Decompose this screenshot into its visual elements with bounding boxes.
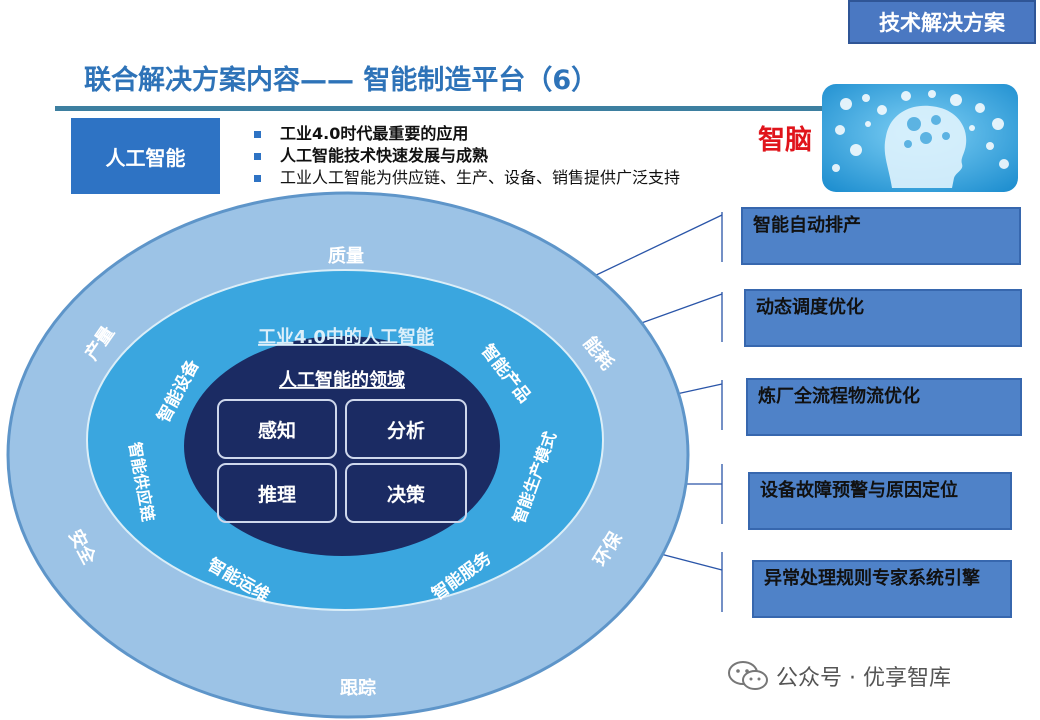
core-cell-analysis: 分析 — [387, 419, 425, 442]
middle-ring-title: 工业4.0中的人工智能 — [258, 326, 434, 348]
side-box-logistics-optimization: 炼厂全流程物流优化 — [746, 378, 1022, 436]
bullet-item: 工业4.0时代最重要的应用 — [252, 123, 680, 145]
brain-illustration — [822, 84, 1018, 192]
brain-label: 智脑 — [758, 125, 812, 156]
section-tag: 技术解决方案 — [848, 0, 1036, 44]
side-box-fault-warning: 设备故障预警与原因定位 — [748, 472, 1012, 530]
side-box-expert-system: 异常处理规则专家系统引擎 — [752, 560, 1012, 618]
page-title: 联合解决方案内容—— 智能制造平台（6） — [84, 65, 599, 96]
core-cell-decision: 决策 — [387, 483, 426, 506]
core-cell-frame — [345, 399, 467, 459]
ai-label-box: 人工智能 — [71, 118, 220, 194]
side-box-dynamic-dispatch: 动态调度优化 — [744, 289, 1022, 347]
core-cell-reasoning: 推理 — [258, 483, 296, 506]
outer-label-tracking: 跟踪 — [340, 677, 376, 699]
inner-core-title: 人工智能的领域 — [279, 369, 405, 391]
outer-label-quality: 质量 — [328, 245, 364, 267]
side-box-auto-scheduling: 智能自动排产 — [741, 207, 1021, 265]
bullet-item: 工业人工智能为供应链、生产、设备、销售提供广泛支持 — [252, 167, 680, 189]
wechat-icon — [728, 661, 768, 690]
watermark-text: 公众号 · 优享智库 — [776, 666, 951, 691]
core-cell-frame — [345, 463, 467, 523]
title-divider — [55, 106, 835, 111]
core-cell-frame — [217, 463, 337, 523]
core-cell-frame — [217, 399, 337, 459]
bullet-item: 人工智能技术快速发展与成熟 — [252, 145, 680, 167]
bullet-list: 工业4.0时代最重要的应用 人工智能技术快速发展与成熟 工业人工智能为供应链、生… — [252, 123, 680, 189]
core-cell-perception: 感知 — [258, 419, 296, 442]
inner-core — [184, 336, 500, 556]
watermark: 公众号 · 优享智库 — [726, 658, 951, 694]
